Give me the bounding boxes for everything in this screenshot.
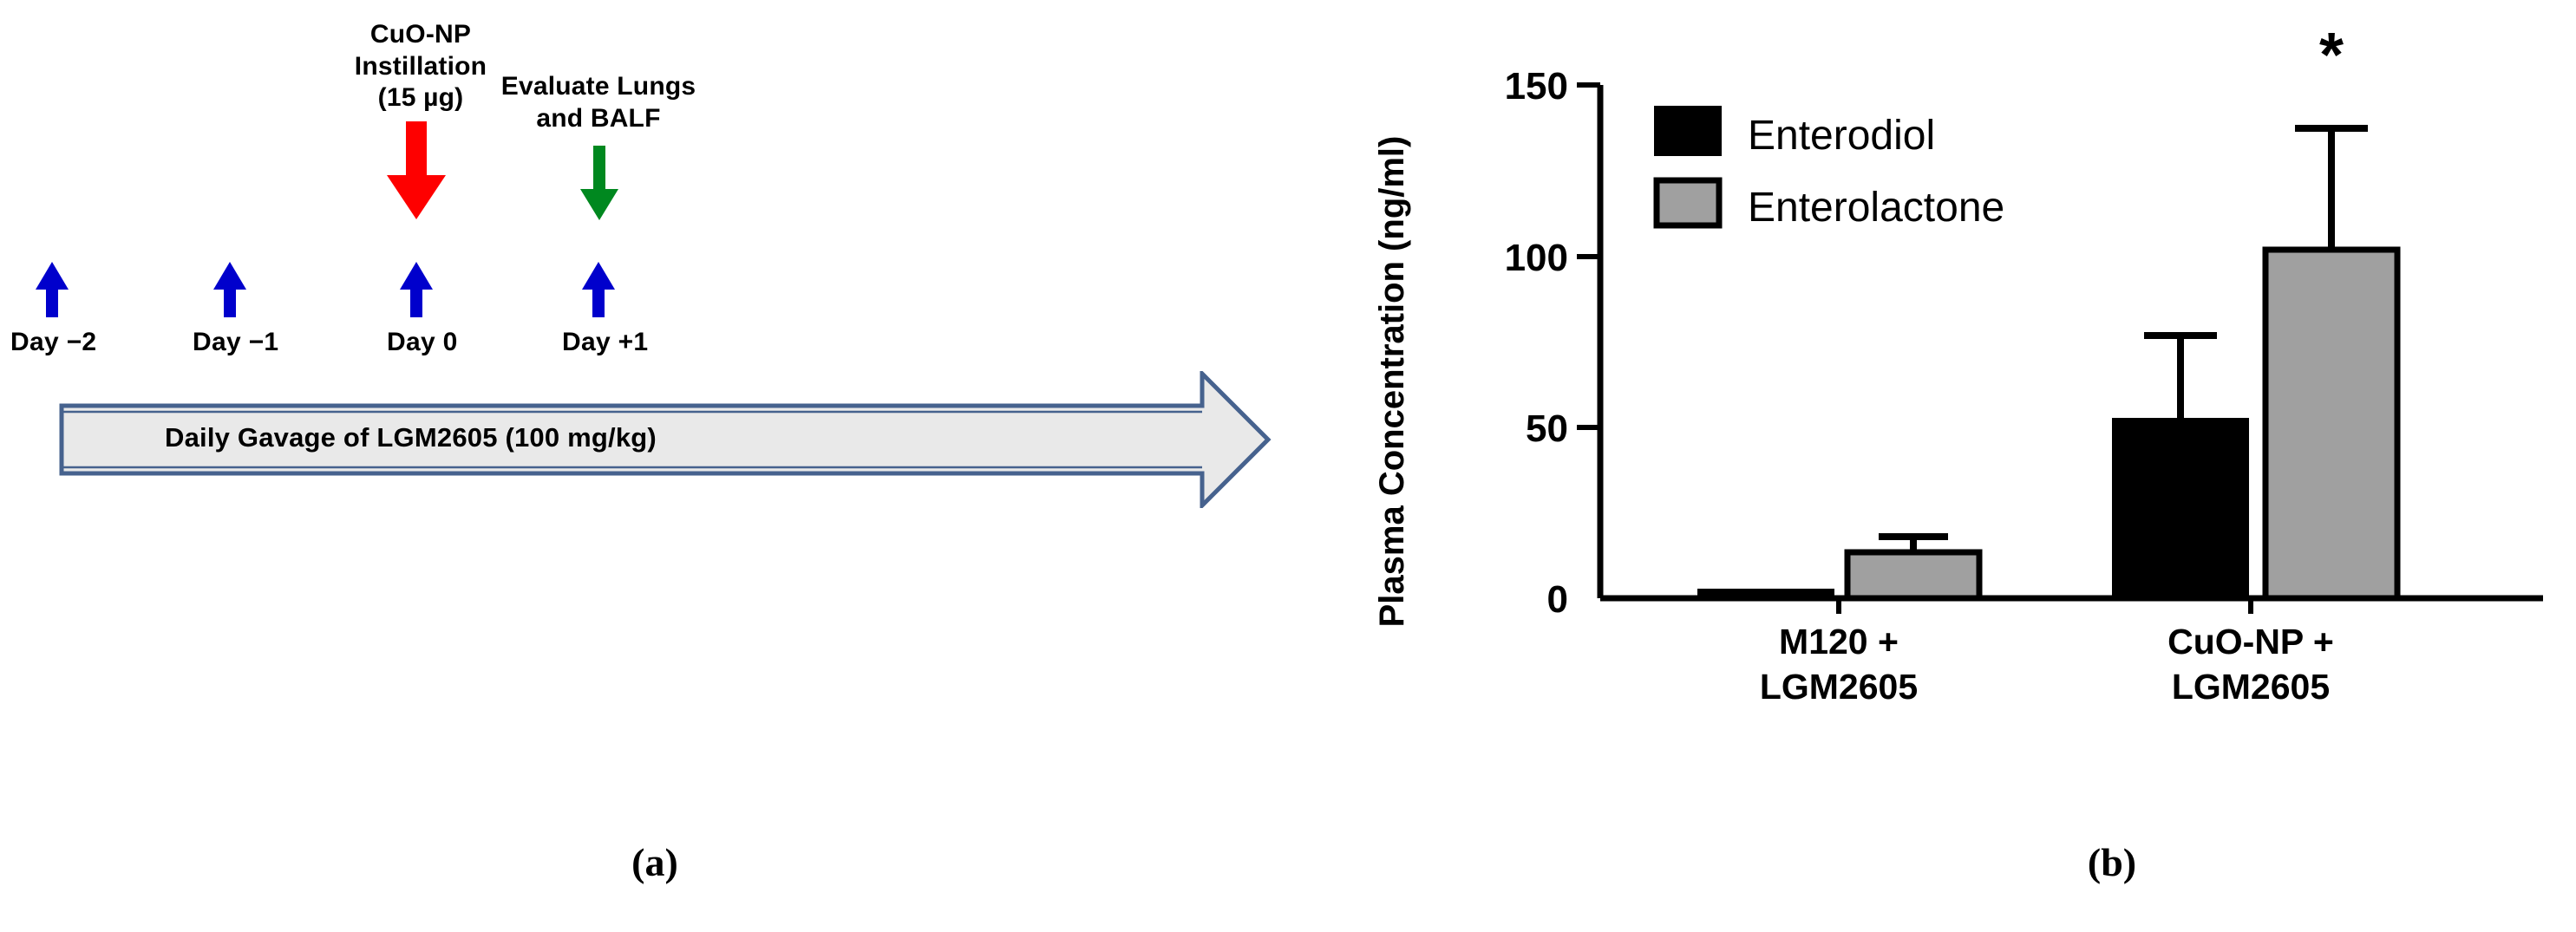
blue-up-arrow-day-plus-1 [579,262,618,317]
x-axis-tick-labels: M120 + LGM2605 CuO-NP + LGM2605 [1760,622,2334,707]
blue-up-arrow-day-minus-2 [33,262,71,317]
y-axis-tick-labels: 150 100 50 0 [1505,65,1568,621]
y-tick-100: 100 [1505,237,1568,279]
legend-label-enterolactone: Enterolactone [1748,185,2004,231]
panel-a-study-timeline: CuO-NP Instillation (15 µg) Evaluate Lun… [10,20,1273,884]
y-axis-label: Plasma Concentration (ng/ml) [1373,136,1411,628]
y-tick-0: 0 [1547,578,1568,621]
gavage-banner-label: Daily Gavage of LGM2605 (100 mg/kg) [165,422,657,453]
legend-swatch-enterodiol [1654,106,1722,156]
legend-swatch-enterolactone [1653,177,1723,229]
bar-enterodiol-cuonp [2112,418,2249,601]
green-down-arrow-icon [577,146,622,222]
event-label-evaluate-lungs-balf: Evaluate Lungs and BALF [500,72,696,133]
error-bar-enterodiol-cuonp [2144,332,2217,420]
event-label-cuo-np-instillation: CuO-NP Instillation (15 µg) [354,20,487,113]
bar-enterolactone-cuonp [2262,246,2401,602]
error-bar-enterolactone-cuonp [2295,125,2368,250]
x-axis-ticks [1836,598,2253,614]
error-bar-enterolactone-m120 [1879,533,1948,552]
significance-asterisk: * [2319,21,2344,90]
bar-enterodiol-m120 [1697,589,1834,601]
y-axis-ticks [1577,82,1600,430]
day-label-0: Day 0 [387,328,458,356]
svg-text:LGM2605: LGM2605 [1760,667,1918,707]
bar-enterolactone-m120 [1844,549,1983,602]
svg-text:M120 +: M120 + [1779,622,1899,662]
red-down-arrow-icon [382,121,451,221]
y-tick-150: 150 [1505,65,1568,108]
blue-up-arrow-day-minus-1 [211,262,249,317]
gavage-banner-arrow [59,371,1273,508]
y-tick-50: 50 [1526,407,1568,450]
bar-chart: Plasma Concentration (ng/ml) 150 100 50 0 [1373,21,2543,707]
day-label-minus-1: Day −1 [193,328,279,356]
day-label-plus-1: Day +1 [562,328,649,356]
legend-label-enterodiol: Enterodiol [1748,113,1935,159]
panel-b-caption: (b) [2087,840,2137,884]
chart-legend: Enterodiol Enterolactone [1653,106,2004,231]
svg-text:LGM2605: LGM2605 [2172,667,2330,707]
panel-a-caption: (a) [631,840,678,884]
svg-text:CuO-NP +: CuO-NP + [2167,622,2334,662]
panel-b-plasma-concentration-chart: Plasma Concentration (ng/ml) 150 100 50 0 [1353,0,2576,932]
day-label-minus-2: Day −2 [10,328,97,356]
blue-up-arrow-day-0 [397,262,435,317]
